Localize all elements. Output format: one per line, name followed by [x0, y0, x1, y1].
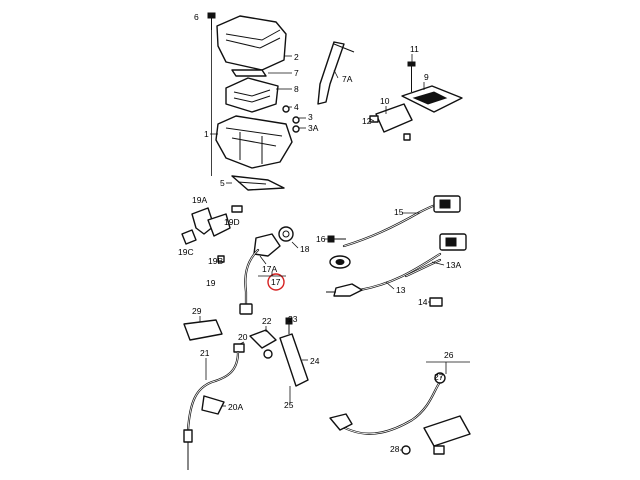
label-14: 14	[418, 297, 428, 307]
sensor-group-19	[181, 205, 243, 263]
label-29: 29	[192, 306, 202, 316]
label-17a: 17A	[262, 264, 277, 274]
label-26: 26	[444, 350, 454, 360]
label-4: 4	[294, 102, 299, 112]
leader-lines	[199, 54, 470, 451]
label-7a: 7A	[342, 74, 353, 84]
label-23: 23	[288, 314, 298, 324]
knock-sensor-15	[329, 195, 461, 269]
label-20: 20	[238, 332, 248, 342]
screw-6	[207, 12, 216, 30]
bolt-16	[327, 235, 346, 243]
label-11: 11	[410, 44, 419, 54]
label-19c: 19C	[178, 247, 194, 257]
label-6: 6	[194, 12, 199, 22]
label-22: 22	[262, 316, 272, 326]
clip-14	[429, 297, 443, 307]
bracket-10	[375, 103, 413, 133]
label-27: 27	[434, 372, 444, 382]
label-3a: 3A	[308, 123, 319, 133]
label-13: 13	[396, 285, 406, 295]
temperature-sensor-20	[183, 319, 245, 470]
label-20a: 20A	[228, 402, 243, 412]
label-12: 12	[362, 116, 372, 126]
label-3: 3	[308, 112, 313, 122]
oxygen-sensor-13	[326, 233, 467, 297]
speed-sensor-17	[239, 226, 294, 315]
label-19a: 19A	[192, 195, 207, 205]
label-19b: 19B	[208, 256, 223, 266]
label-13a: 13A	[446, 260, 461, 270]
bracket-24-group	[249, 317, 309, 387]
label-19: 19	[206, 278, 216, 288]
label-10: 10	[380, 96, 390, 106]
cover-2	[216, 15, 287, 71]
label-17: 17	[271, 277, 281, 287]
bracket-7a	[317, 41, 345, 105]
label-21: 21	[200, 348, 210, 358]
label-25: 25	[284, 400, 294, 410]
part-labels: 6 2 7 8 4 3 3A 1 5 7A 11 9 10 12 15 16 1…	[178, 12, 461, 454]
sensor-26-group	[329, 372, 471, 455]
label-15: 15	[394, 207, 404, 217]
label-19d: 19D	[224, 217, 240, 227]
ecu-8	[225, 77, 279, 113]
label-7: 7	[294, 68, 299, 78]
label-8: 8	[294, 84, 299, 94]
label-1: 1	[204, 129, 209, 139]
label-18: 18	[300, 244, 310, 254]
label-9: 9	[424, 72, 429, 82]
label-24: 24	[310, 356, 320, 366]
label-16: 16	[316, 234, 326, 244]
highlight-circle-17	[267, 273, 285, 291]
sensor-module-group	[369, 61, 463, 141]
label-2: 2	[294, 52, 299, 62]
label-5: 5	[220, 178, 225, 188]
control-unit-assembly	[207, 12, 300, 191]
label-28: 28	[390, 444, 400, 454]
